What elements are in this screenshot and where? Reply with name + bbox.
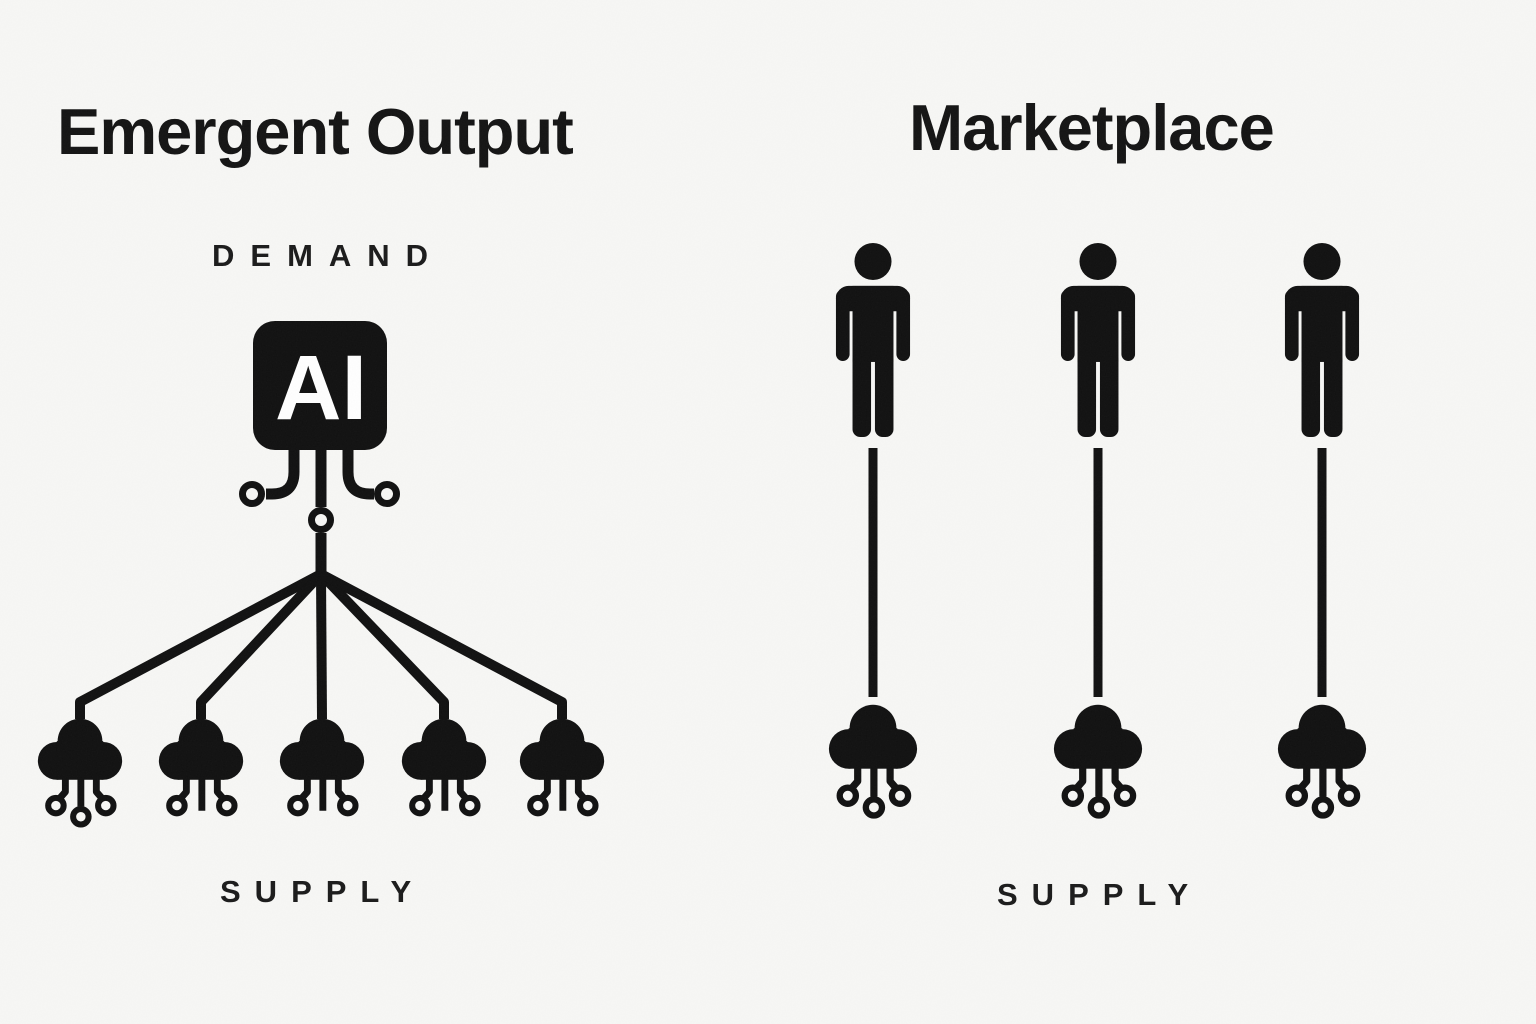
cloud-node-icon — [38, 719, 122, 825]
fan-connector-line — [196, 570, 325, 719]
cloud-node-icon — [280, 719, 364, 814]
person-icon — [1060, 243, 1136, 438]
right-supply-label: SUPPLY — [997, 877, 1203, 912]
person-icon — [835, 243, 911, 438]
cloud-node-icon — [402, 719, 486, 814]
cloud-node-icon — [1278, 705, 1366, 816]
cloud-node-icon — [829, 705, 917, 816]
ai-chip-label: AI — [275, 337, 367, 439]
left-diagram-title: Emergent Output — [57, 95, 574, 168]
ai-chip-icon: AI — [239, 321, 400, 574]
circuit-ring-icon — [308, 507, 334, 533]
cloud-node-icon — [159, 719, 243, 814]
circuit-ring-icon — [374, 481, 400, 507]
provider-connectors — [868, 448, 1327, 697]
left-supply-label: SUPPLY — [220, 874, 426, 909]
demand-label: DEMAND — [212, 238, 445, 273]
cloud-node-icon — [520, 719, 604, 814]
cloud-node-icon — [1054, 705, 1142, 816]
right-diagram-title: Marketplace — [909, 91, 1275, 164]
fan-connector-line — [317, 570, 449, 719]
fan-connectors — [75, 569, 567, 720]
fan-connector-line — [316, 573, 327, 720]
person-icon — [1284, 243, 1360, 438]
circuit-ring-icon — [239, 481, 265, 507]
